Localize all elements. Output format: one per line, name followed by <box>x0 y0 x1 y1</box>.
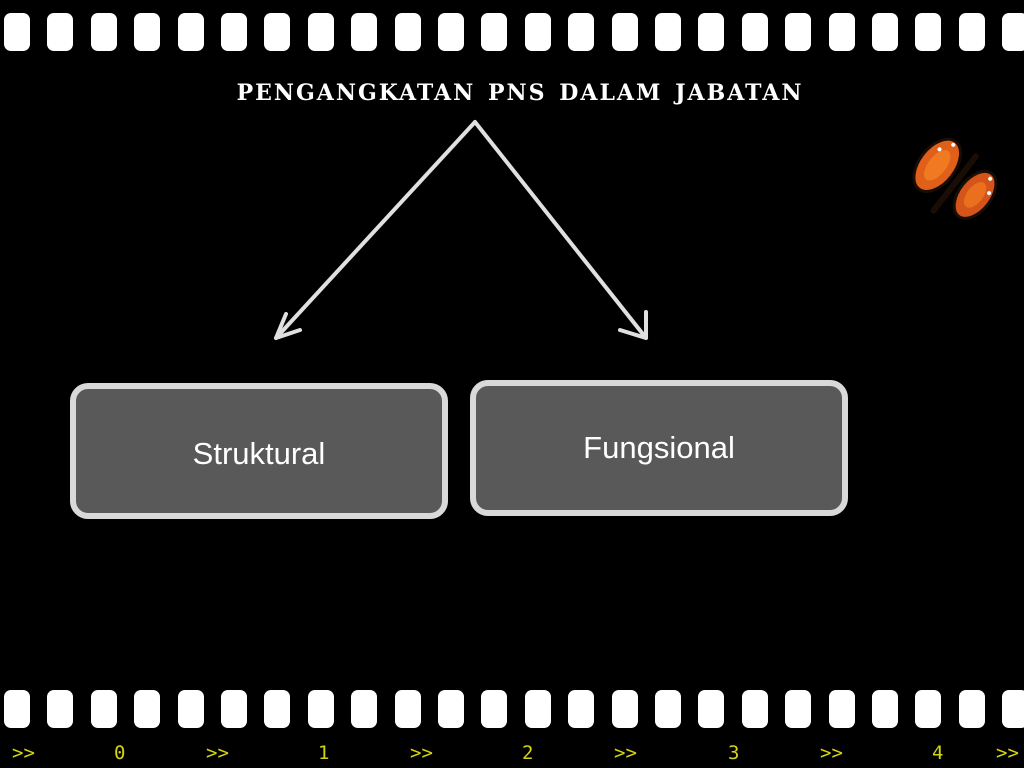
slide-title: Pengangkatan PNS dalam Jabatan <box>236 72 804 108</box>
ticker-item: >> <box>820 742 843 764</box>
sprocket-hole <box>915 690 942 728</box>
sprocket-hole <box>655 690 681 728</box>
sprocket-hole <box>698 13 725 51</box>
sprocket-hole <box>741 13 768 51</box>
fungsional-box: Fungsional <box>470 380 848 516</box>
ticker-item: >> <box>206 742 229 764</box>
sprocket-hole <box>307 690 334 728</box>
sprocket-hole <box>351 13 378 51</box>
sprocket-hole <box>872 690 898 728</box>
sprocket-hole <box>785 690 812 728</box>
sprocket-hole <box>264 690 291 728</box>
arrowhead-fungsional <box>618 310 648 340</box>
struktural-label: Struktural <box>192 436 326 471</box>
sprocket-hole <box>177 13 204 51</box>
sprocket-hole <box>785 13 812 51</box>
sprocket-hole <box>438 690 464 728</box>
sprocket-hole <box>221 13 247 51</box>
sprocket-hole <box>828 690 855 728</box>
sprocket-hole <box>1002 690 1024 728</box>
arrow-to-struktural <box>274 120 477 340</box>
film-strip-top <box>0 13 1024 53</box>
sprocket-hole <box>4 13 30 51</box>
ticker-item: >> <box>996 742 1019 764</box>
sprocket-hole <box>611 13 638 51</box>
ticker-item: >> <box>614 742 637 764</box>
sprocket-hole <box>90 13 117 51</box>
sprocket-hole <box>351 690 378 728</box>
sprocket-hole <box>524 13 551 51</box>
sprocket-hole <box>958 13 985 51</box>
ticker-item: 2 <box>522 742 534 764</box>
sprocket-hole <box>915 13 942 51</box>
sprocket-hole <box>872 13 898 51</box>
sprocket-hole <box>568 690 595 728</box>
sprocket-hole <box>90 690 117 728</box>
sprocket-hole <box>394 690 421 728</box>
arrow-to-fungsional <box>473 120 648 340</box>
ticker-item: 3 <box>728 742 740 764</box>
fungsional-label: Fungsional <box>583 430 735 465</box>
sprocket-hole <box>524 690 551 728</box>
sprocket-hole <box>828 13 855 51</box>
sprocket-hole <box>611 690 638 728</box>
sprocket-hole <box>221 690 247 728</box>
sprocket-hole <box>4 690 30 728</box>
sprocket-hole <box>134 13 161 51</box>
sprocket-hole <box>481 690 508 728</box>
sprocket-hole <box>307 13 334 51</box>
arrowhead-struktural <box>274 312 302 340</box>
sprocket-hole <box>264 13 291 51</box>
ticker-item: >> <box>12 742 35 764</box>
sprocket-hole <box>698 690 725 728</box>
film-frame-ticker: >> 0 >> 1 >> 2 >> 3 >> 4 >> <box>0 742 1024 766</box>
sprocket-hole <box>438 13 464 51</box>
film-strip-bottom <box>0 690 1024 730</box>
sprocket-hole <box>958 690 985 728</box>
struktural-box: Struktural <box>70 383 448 519</box>
sprocket-hole <box>47 13 74 51</box>
sprocket-hole <box>655 13 681 51</box>
sprocket-hole <box>47 690 74 728</box>
sprocket-hole <box>394 13 421 51</box>
ticker-item: 1 <box>318 742 330 764</box>
sprocket-hole <box>568 13 595 51</box>
sprocket-hole <box>177 690 204 728</box>
ticker-item: 0 <box>114 742 126 764</box>
butterfly-icon <box>912 137 998 220</box>
ticker-item: >> <box>410 742 433 764</box>
sprocket-hole <box>481 13 508 51</box>
sprocket-hole <box>1002 13 1024 51</box>
sprocket-hole <box>134 690 161 728</box>
sprocket-hole <box>741 690 768 728</box>
ticker-item: 4 <box>932 742 944 764</box>
